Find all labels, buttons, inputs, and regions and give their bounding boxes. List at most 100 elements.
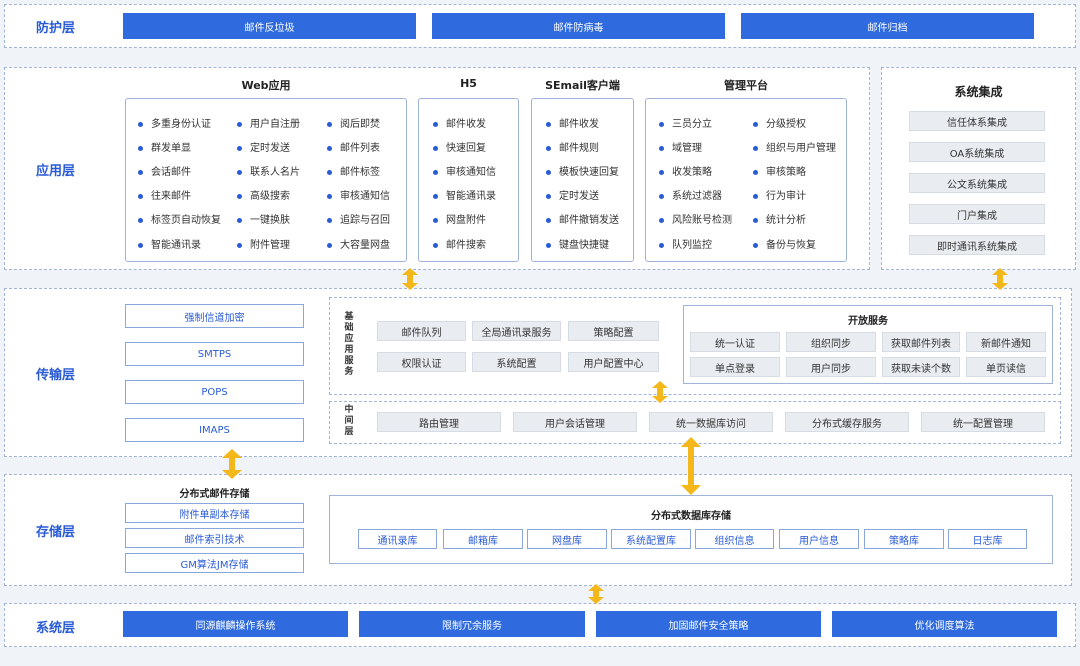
application-layer-label: 应用层 (36, 164, 76, 179)
basic-service: 系统配置 (472, 352, 561, 372)
client-feature: 键盘快捷键 (546, 236, 609, 251)
web-feature: 用户自注册 (237, 115, 300, 130)
open-service: 获取邮件列表 (882, 332, 960, 352)
web-feature: 邮件列表 (327, 139, 380, 154)
admin-feature: 备份与恢复 (753, 236, 816, 251)
double-arrow-icon (652, 381, 668, 403)
protocol-box: IMAPS (125, 418, 304, 442)
protection-box-archive: 邮件归档 (741, 13, 1034, 39)
integration-item: OA系统集成 (909, 142, 1045, 162)
web-feature: 邮件标签 (327, 163, 380, 178)
web-feature: 往来邮件 (138, 187, 191, 202)
web-feature: 联系人名片 (237, 163, 300, 178)
protection-box-antispam: 邮件反垃圾 (123, 13, 416, 39)
admin-feature: 风险账号检测 (659, 211, 732, 226)
web-feature: 群发单显 (138, 139, 191, 154)
client-feature: 邮件收发 (546, 115, 599, 130)
system-box: 同源麒麟操作系统 (123, 611, 348, 637)
middle-service: 统一数据库访问 (649, 412, 773, 432)
web-feature: 附件管理 (237, 236, 290, 251)
transport-layer-label: 传输层 (36, 368, 76, 383)
basic-service: 邮件队列 (377, 321, 466, 341)
db-item: 网盘库 (527, 529, 607, 549)
admin-feature: 队列监控 (659, 236, 712, 251)
web-feature: 高级搜索 (237, 187, 290, 202)
double-arrow-icon (222, 449, 242, 479)
db-item: 策略库 (864, 529, 944, 549)
mail-storage-item: 邮件索引技术 (125, 528, 304, 548)
double-arrow-icon (402, 268, 418, 290)
h5-feature: 审核通知信 (433, 163, 496, 178)
client-feature: 邮件撤销发送 (546, 211, 619, 226)
protocol-box: POPS (125, 380, 304, 404)
middle-service: 用户会话管理 (513, 412, 637, 432)
mail-storage-item: 附件单副本存储 (125, 503, 304, 523)
open-service: 组织同步 (786, 332, 876, 352)
admin-feature: 系统过滤器 (659, 187, 722, 202)
admin-feature: 分级授权 (753, 115, 806, 130)
system-box: 加固邮件安全策略 (596, 611, 821, 637)
system-box: 限制冗余服务 (359, 611, 585, 637)
web-feature: 大容量网盘 (327, 236, 390, 251)
integration-item: 即时通讯系统集成 (909, 235, 1045, 255)
storage-layer-label: 存储层 (36, 525, 76, 540)
admin-feature: 统计分析 (753, 211, 806, 226)
system-box: 优化调度算法 (832, 611, 1057, 637)
client-feature: 模板快速回复 (546, 163, 619, 178)
protocol-box: SMTPS (125, 342, 304, 366)
open-service: 获取未读个数 (882, 357, 960, 377)
db-item: 用户信息 (779, 529, 859, 549)
db-item: 系统配置库 (611, 529, 691, 549)
admin-feature: 三员分立 (659, 115, 712, 130)
basic-service: 权限认证 (377, 352, 466, 372)
double-arrow-icon (992, 268, 1008, 290)
protection-layer-label: 防护层 (36, 21, 76, 36)
web-feature: 多重身份认证 (138, 115, 211, 130)
open-service: 单页读信 (966, 357, 1046, 377)
admin-feature: 组织与用户管理 (753, 139, 836, 154)
middle-layer-title: 中间层 (344, 405, 354, 437)
h5-feature: 邮件收发 (433, 115, 486, 130)
admin-feature: 收发策略 (659, 163, 712, 178)
web-feature: 一键换肤 (237, 211, 290, 226)
web-feature: 会话邮件 (138, 163, 191, 178)
web-feature: 追踪与召回 (327, 211, 390, 226)
mail-storage-title: 分布式邮件存储 (179, 489, 250, 500)
client-feature: 定时发送 (546, 187, 599, 202)
protection-box-antivirus: 邮件防病毒 (432, 13, 725, 39)
db-item: 组织信息 (695, 529, 774, 549)
admin-feature: 审核策略 (753, 163, 806, 178)
db-storage-title: 分布式数据库存储 (651, 511, 731, 522)
open-service: 单点登录 (690, 357, 780, 377)
db-storage-panel (329, 495, 1053, 564)
db-item: 邮箱库 (443, 529, 523, 549)
double-arrow-icon (681, 437, 701, 495)
protocol-box: 强制信道加密 (125, 304, 304, 328)
integration-item: 门户集成 (909, 204, 1045, 224)
mail-storage-item: GM算法JM存储 (125, 553, 304, 573)
h5-feature: 快速回复 (433, 139, 486, 154)
integration-title: 系统集成 (954, 85, 1003, 99)
web-app-title: Web应用 (241, 79, 291, 92)
basic-service: 策略配置 (568, 321, 659, 341)
system-layer-label: 系统层 (36, 621, 76, 636)
h5-feature: 邮件搜索 (433, 236, 486, 251)
middle-service: 统一配置管理 (921, 412, 1045, 432)
admin-title: 管理平台 (724, 79, 768, 92)
web-feature: 智能通讯录 (138, 236, 201, 251)
web-feature: 审核通知信 (327, 187, 390, 202)
web-feature: 定时发送 (237, 139, 290, 154)
h5-feature: 网盘附件 (433, 211, 486, 226)
basic-service: 全局通讯录服务 (472, 321, 561, 341)
client-feature: 邮件规则 (546, 139, 599, 154)
db-item: 日志库 (948, 529, 1027, 549)
integration-item: 公文系统集成 (909, 173, 1045, 193)
basic-service: 用户配置中心 (568, 352, 659, 372)
h5-feature: 智能通讯录 (433, 187, 496, 202)
open-service: 统一认证 (690, 332, 780, 352)
h5-title: H5 (460, 77, 477, 90)
db-item: 通讯录库 (358, 529, 437, 549)
middle-service: 路由管理 (377, 412, 501, 432)
web-feature: 标签页自动恢复 (138, 211, 221, 226)
open-service: 新邮件通知 (966, 332, 1046, 352)
